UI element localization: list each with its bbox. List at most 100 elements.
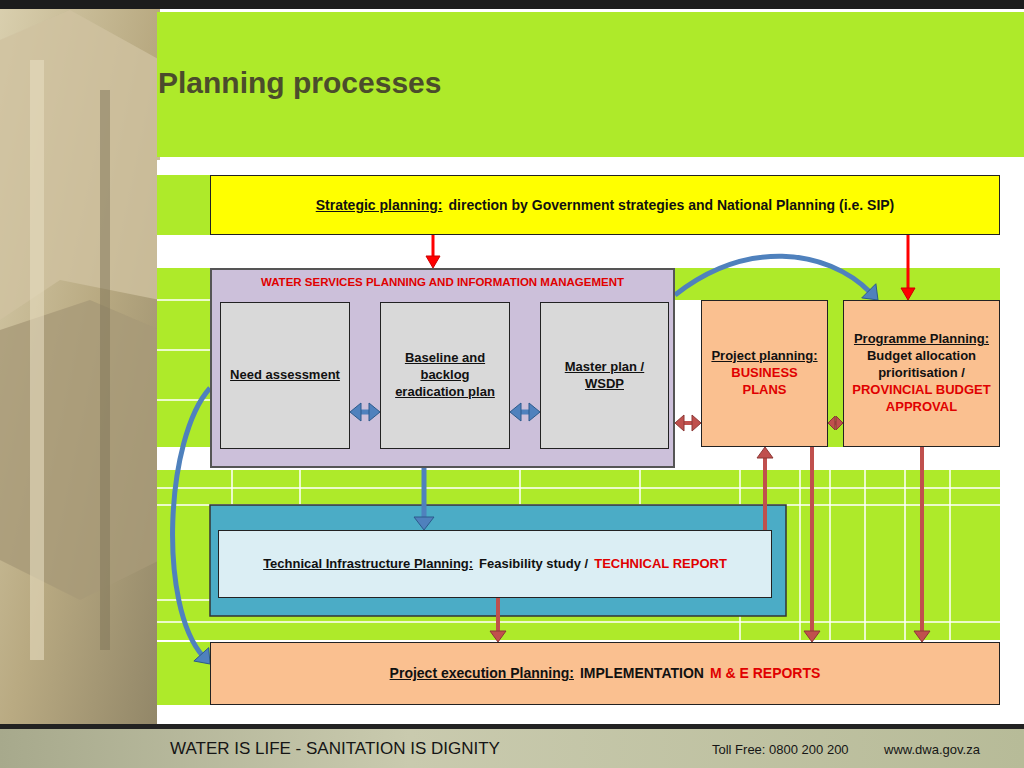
grid-cell [157,268,210,447]
process-box: Project planning:BUSINESS PLANS [701,300,828,447]
grid-line [829,470,831,640]
footer-rule [0,724,1024,729]
group-box: WATER SERVICES PLANNING AND INFORMATION … [210,268,675,468]
grid-line [639,470,641,505]
strategy-box: Strategic planning: direction by Governme… [210,175,1000,235]
node-text: Feasibility study / [479,556,588,573]
connector-line [422,468,427,520]
arrow-head [369,403,380,421]
grid-line [519,470,521,505]
node-text: direction by Government strategies and N… [449,196,895,214]
footer-phone: Toll Free: 0800 200 200 [712,742,849,757]
header-band [157,12,1024,157]
arrow-head [490,631,506,642]
grid-line [157,487,1000,489]
building-wall [0,300,160,600]
connector-arrow [828,416,843,430]
connector-line [810,447,814,633]
grid-line [299,470,301,505]
connector-arrow [510,403,540,421]
grid-line [231,470,233,505]
node-text: Baseline and backlog eradication plan [387,350,503,401]
process-box: Master plan / WSDP [540,302,669,449]
arrow-head [914,631,930,642]
process-box: Need assessment [220,302,350,449]
connector-line [907,235,910,290]
arrow-head [828,416,835,430]
connector-arrow [350,403,380,421]
arrow-head [862,284,878,300]
grid-line [949,470,951,640]
node-text: Project execution Planning: [390,664,574,682]
grid-line [157,299,210,301]
grid-line [864,470,866,640]
connector-arrow [914,447,930,642]
group-heading: WATER SERVICES PLANNING AND INFORMATION … [216,275,669,290]
connector-line [675,256,871,295]
connector-arrow [757,447,773,530]
connector-arrow [490,598,506,642]
top-bar [0,0,1024,9]
node-text: Master plan / WSDP [547,359,662,393]
process-box: Baseline and backlog eradication plan [380,302,510,449]
node-text: PROVINCIAL BUDGET APPROVAL [850,382,993,416]
connector-line [173,388,210,656]
arrow-head [414,517,434,530]
arrow-head [836,416,843,430]
node-text: Programme Planning: [854,331,989,348]
node-text: Need assessment [230,367,340,384]
group-fill [210,268,675,468]
grid-cell [157,470,1000,640]
node-text: IMPLEMENTATION [580,664,704,682]
arrow-head [757,447,773,458]
arrow-head [350,403,361,421]
grid-line [157,599,210,601]
building-wall [0,10,160,320]
arrow-head [510,403,521,421]
grid-line [157,349,210,351]
arrow-head [529,403,540,421]
grid-lines [157,300,1000,640]
connector-arrow [675,415,701,431]
connector-arrow [804,447,820,642]
node-text: Budget allocation prioritisation / [850,348,993,382]
arrow-head [692,415,701,431]
connector-arrow [414,468,434,530]
node-text: Project planning: [711,348,817,365]
connector-line [763,456,767,530]
connector-arrow [901,235,915,300]
footer-slogan: WATER IS LIFE - SANITATION IS DIGNITY [170,739,500,759]
connector-line [920,447,924,633]
grid-line [799,470,801,640]
connector-line [432,235,435,258]
process-box: Project execution Planning: IMPLEMENTATIO… [210,642,1000,705]
grid-cell [157,175,210,235]
connector-arrow [426,235,440,268]
arrow-head [901,288,915,300]
arrow-head [194,648,210,664]
arrow-head [675,415,684,431]
arrow-head [426,256,440,268]
footer-url: www.dwa.gov.za [884,742,980,757]
building-photo [0,0,160,768]
node-text: BUSINESS PLANS [708,365,821,399]
process-box: Programme Planning:Budget allocation pri… [843,300,1000,447]
node-text: Technical Infrastructure Planning: [263,556,473,573]
node-text: TECHNICAL REPORT [594,556,727,573]
building-column [100,90,110,650]
connector-arrow [173,388,210,664]
node-text: Strategic planning: [316,196,443,214]
grid-line [157,621,1000,623]
content-ground [157,160,1024,726]
footer-bar [0,729,1024,768]
grid-line [904,470,906,640]
connector-line [496,598,500,633]
connector-arrow [675,256,878,300]
process-box: Technical Infrastructure Planning: Feasib… [218,530,772,598]
slide-title: Planning processes [158,66,441,100]
building-column [30,60,44,660]
node-text: M & E REPORTS [710,664,820,682]
